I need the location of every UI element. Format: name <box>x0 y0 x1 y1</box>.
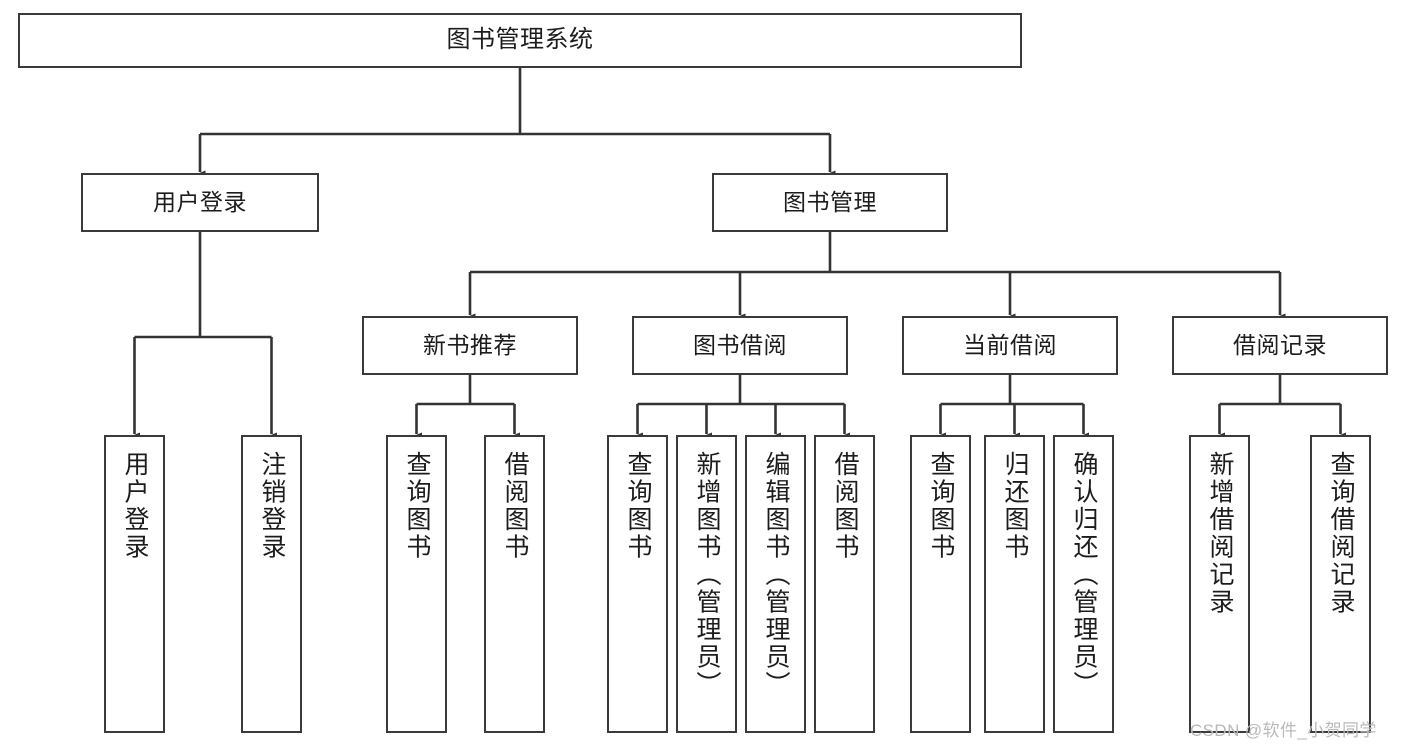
node-label: 查询图书 <box>624 451 652 561</box>
node-label: 借阅图书 <box>831 451 859 561</box>
node-root[interactable]: 图书管理系统 <box>18 13 1022 68</box>
node-label: 图书管理 <box>783 189 877 216</box>
leaf-node-leaf-query-record[interactable]: 查询借阅记录 <box>1310 435 1371 733</box>
node-label: 查询借阅记录 <box>1327 451 1355 616</box>
node-book-borrow[interactable]: 图书借阅 <box>632 316 848 375</box>
node-book-manage[interactable]: 图书管理 <box>712 173 948 232</box>
node-borrow-record[interactable]: 借阅记录 <box>1172 316 1388 375</box>
csdn-watermark: CSDN @软件_小贺同学 <box>1190 721 1377 740</box>
leaf-node-leaf-user-login[interactable]: 用户登录 <box>104 435 165 733</box>
leaf-node-leaf-edit-book[interactable]: 编辑图书（管理员） <box>745 435 806 733</box>
node-label: 新增借阅记录 <box>1206 451 1234 616</box>
leaf-node-leaf-query-book-2[interactable]: 查询图书 <box>607 435 668 733</box>
leaf-node-leaf-confirm-return[interactable]: 确认归还（管理员） <box>1053 435 1114 733</box>
node-label: 确认归还（管理员） <box>1070 451 1098 699</box>
node-user-login[interactable]: 用户登录 <box>81 173 319 232</box>
node-label: 借阅图书 <box>501 451 529 561</box>
node-label: 查询图书 <box>927 451 955 561</box>
leaf-node-leaf-logout[interactable]: 注销登录 <box>241 435 302 733</box>
leaf-node-leaf-query-book-3[interactable]: 查询图书 <box>910 435 971 733</box>
node-new-book-rec[interactable]: 新书推荐 <box>362 316 578 375</box>
node-label: 注销登录 <box>258 451 286 561</box>
node-current-borrow[interactable]: 当前借阅 <box>902 316 1118 375</box>
leaf-node-leaf-borrow-book-1[interactable]: 借阅图书 <box>484 435 545 733</box>
node-label: 新书推荐 <box>423 332 517 359</box>
node-label: 新增图书（管理员） <box>693 451 721 699</box>
node-label: 当前借阅 <box>963 332 1057 359</box>
leaf-node-leaf-add-book[interactable]: 新增图书（管理员） <box>676 435 737 733</box>
node-label: 查询图书 <box>403 451 431 561</box>
node-label: 借阅记录 <box>1233 332 1327 359</box>
node-label: 用户登录 <box>121 451 149 561</box>
node-label: 图书管理系统 <box>446 26 594 54</box>
node-label: 图书借阅 <box>693 332 787 359</box>
node-label: 用户登录 <box>153 189 247 216</box>
leaf-node-leaf-borrow-book-2[interactable]: 借阅图书 <box>814 435 875 733</box>
leaf-node-leaf-add-record[interactable]: 新增借阅记录 <box>1189 435 1250 733</box>
leaf-node-leaf-return-book[interactable]: 归还图书 <box>984 435 1045 733</box>
leaf-node-leaf-query-book-1[interactable]: 查询图书 <box>386 435 447 733</box>
node-label: 编辑图书（管理员） <box>762 451 790 699</box>
node-label: 归还图书 <box>1001 451 1029 561</box>
